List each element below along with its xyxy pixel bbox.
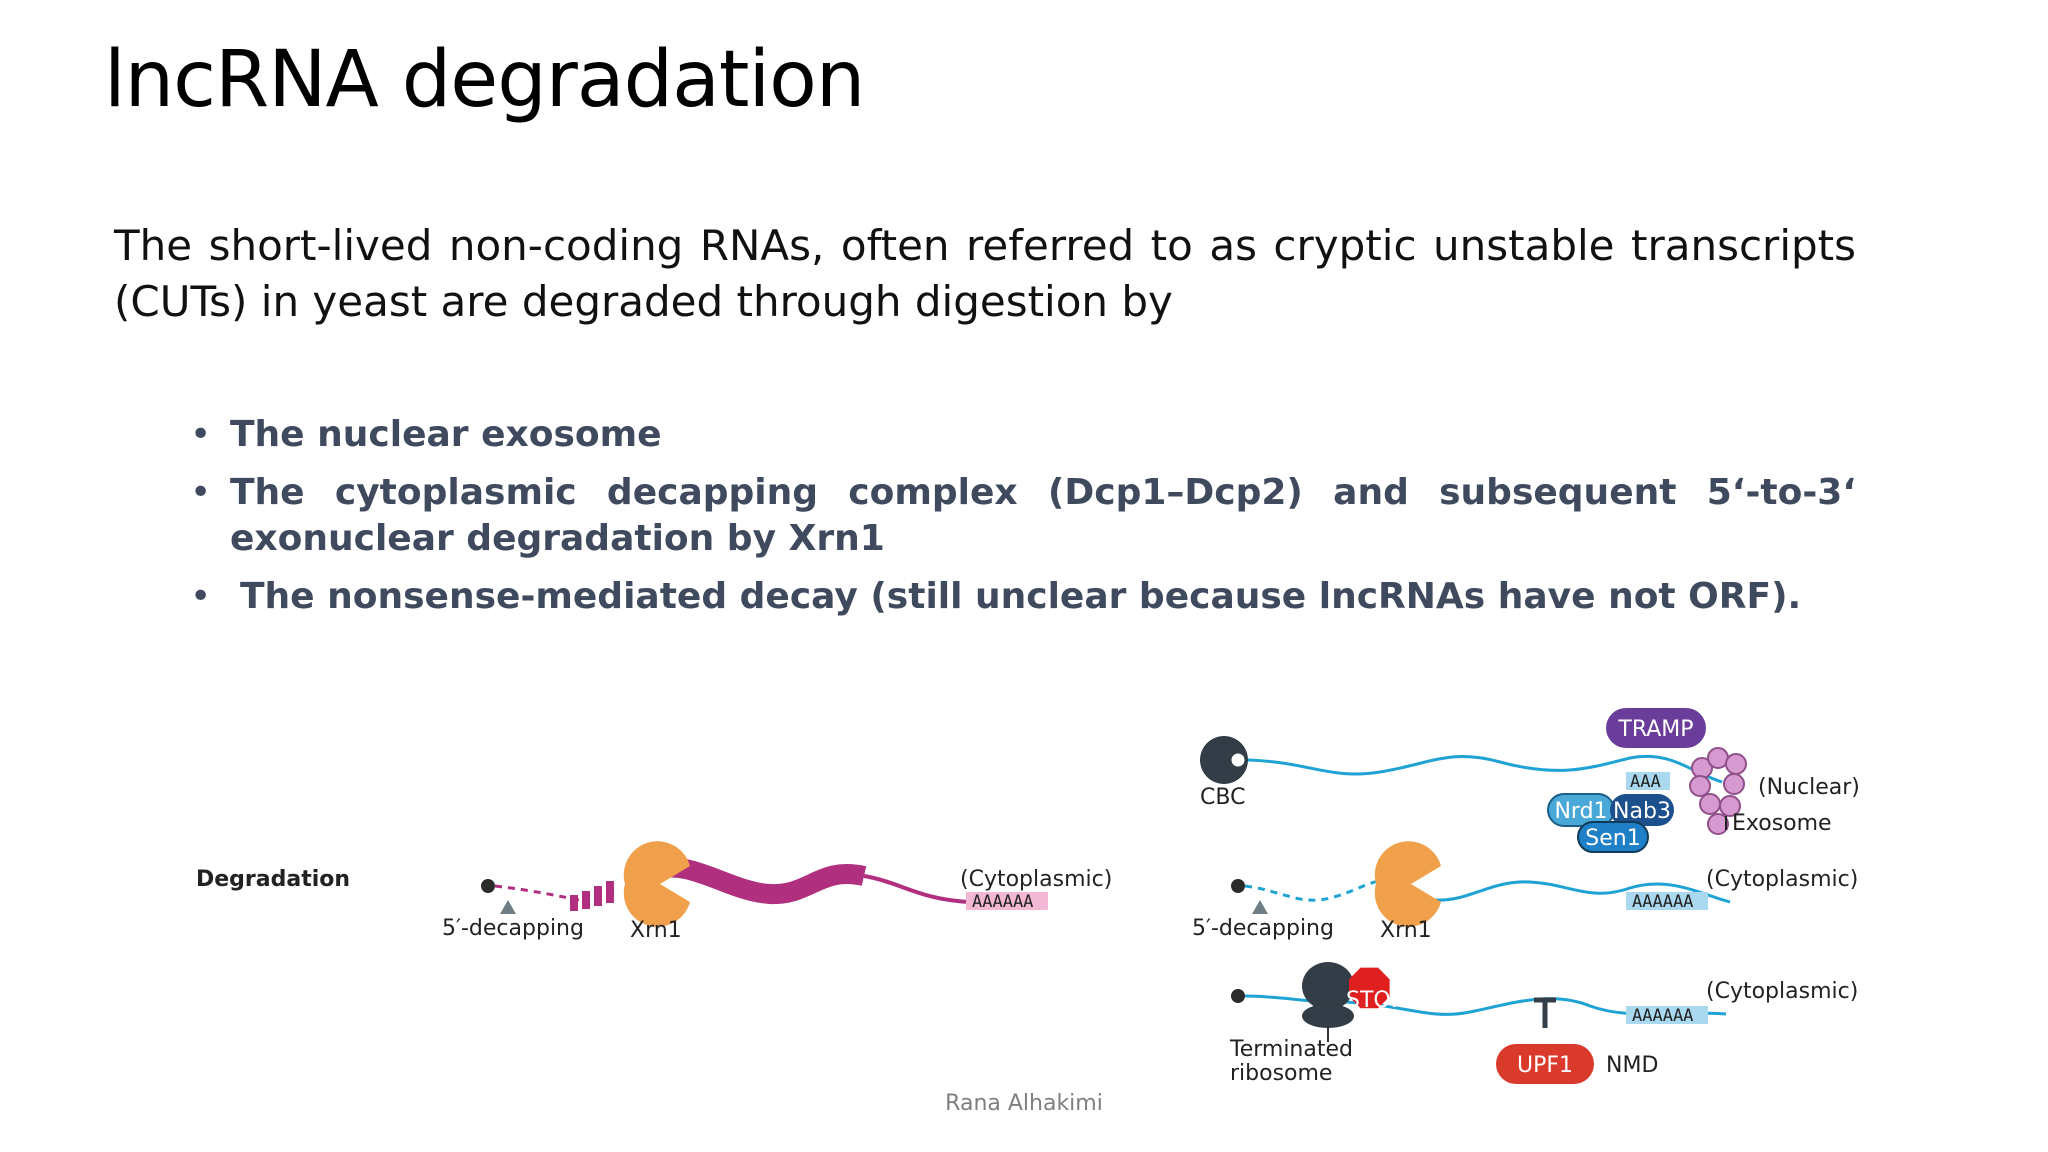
ribosome-large-subunit-icon <box>1302 962 1354 1010</box>
left-decapping-marker-icon <box>500 900 516 914</box>
nmd-polya-box <box>1626 1006 1708 1024</box>
nmd-inhibition-icon <box>1534 997 1556 1028</box>
left-location-label: (Cytoplasmic) <box>960 867 1112 892</box>
mid-xrn1-label: Xrn1 <box>1380 918 1432 943</box>
exosome-label: Exosome <box>1732 811 1832 836</box>
intro-paragraph: The short-lived non-coding RNAs, often r… <box>114 221 1856 326</box>
ribosome-small-subunit-icon <box>1302 1004 1354 1028</box>
mid-dashed-rna <box>1244 878 1389 902</box>
left-rna-thin <box>863 874 971 904</box>
slide-title: lncRNA degradation <box>104 35 865 125</box>
left-cap-dot <box>481 879 495 893</box>
left-xrn1-label: Xrn1 <box>630 918 682 943</box>
mid-polya-box <box>1626 892 1708 910</box>
degradation-label: Degradation <box>196 867 350 892</box>
mid-decapping-marker-icon <box>1252 900 1268 914</box>
left-rna-thick <box>651 857 867 905</box>
degradation-figure: Degradation 5′-decapping Xrn1 AAAAAA (Cy… <box>196 708 1860 1086</box>
nmd-polya-label: AAAAAA <box>1632 1006 1693 1026</box>
left-polya-label: AAAAAA <box>972 892 1033 912</box>
ribosome-label-line2: ribosome <box>1230 1061 1332 1086</box>
mid-location-label: (Cytoplasmic) <box>1706 867 1858 892</box>
cbc-cap-icon <box>1200 736 1248 784</box>
slide-footer: Rana Alhakimi <box>945 1091 1103 1116</box>
upf1-badge <box>1496 1044 1594 1084</box>
mid-xrn1-pacman <box>1374 841 1441 927</box>
stop-sign-icon <box>1349 967 1390 1009</box>
bullet-list: The nuclear exosome The cytoplasmic deca… <box>190 412 1856 632</box>
left-xrn1-pacman <box>623 841 690 927</box>
left-polya-box <box>966 892 1048 910</box>
nuclear-polya-label: AAA <box>1630 772 1661 792</box>
nab3-badge <box>1610 794 1674 826</box>
ribosome-label-line1: Terminated <box>1229 1037 1353 1062</box>
mid-polya-label: AAAAAA <box>1632 892 1693 912</box>
nuclear-polya-box <box>1626 772 1670 790</box>
nuclear-rna <box>1247 754 1723 784</box>
bullet-decapping-complex: The cytoplasmic decapping complex (Dcp1–… <box>190 470 1856 562</box>
nab3-label: Nab3 <box>1613 799 1671 824</box>
bullet-nuclear-exosome: The nuclear exosome <box>190 412 1856 458</box>
mid-cap-dot <box>1231 879 1245 893</box>
mid-rna <box>1433 880 1731 904</box>
nmd-location-label: (Cytoplasmic) <box>1706 979 1858 1004</box>
left-decapping-label: 5′-decapping <box>442 916 584 941</box>
left-digested-fragments <box>570 881 614 911</box>
cbc-label: CBC <box>1200 785 1245 810</box>
nmd-cap-dot <box>1231 989 1245 1003</box>
sen1-badge <box>1577 821 1649 853</box>
sen1-label: Sen1 <box>1585 826 1640 851</box>
nuclear-location-label: (Nuclear) <box>1758 775 1860 800</box>
bullet-nmd: The nonsense-mediated decay (still uncle… <box>190 574 1856 620</box>
nrd1-label: Nrd1 <box>1554 799 1607 824</box>
nmd-label: NMD <box>1606 1053 1658 1078</box>
tramp-label: TRAMP <box>1617 717 1693 742</box>
exosome-icon <box>1689 747 1747 835</box>
mid-decapping-label: 5′-decapping <box>1192 916 1334 941</box>
cbc-cap-inner <box>1228 750 1248 770</box>
tramp-badge <box>1606 708 1706 748</box>
stop-label: STOP <box>1346 988 1404 1013</box>
upf1-label: UPF1 <box>1517 1053 1573 1078</box>
